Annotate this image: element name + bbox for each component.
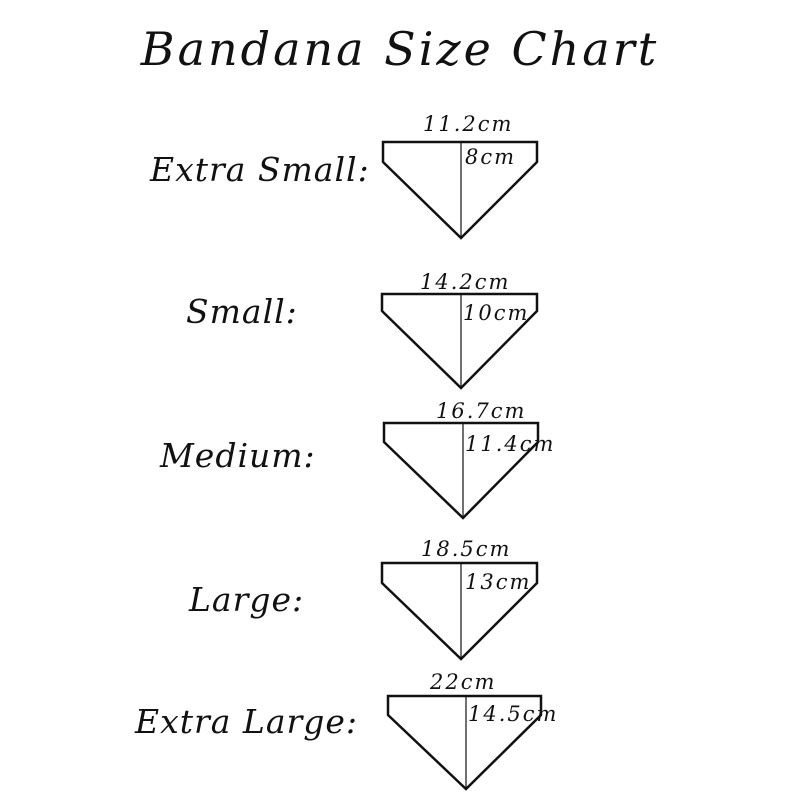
- size-label-extra-large: Extra Large:: [135, 702, 359, 741]
- size-label-medium: Medium:: [160, 436, 316, 475]
- height-label-extra-small: 8cm: [465, 145, 517, 169]
- height-label-medium: 11.4cm: [465, 432, 556, 456]
- size-label-large: Large:: [189, 580, 305, 619]
- height-label-extra-large: 14.5cm: [468, 702, 559, 726]
- height-label-large: 13cm: [465, 570, 532, 594]
- height-label-small: 10cm: [463, 301, 530, 325]
- width-label-small: 14.2cm: [420, 270, 511, 294]
- width-label-medium: 16.7cm: [436, 399, 527, 423]
- width-label-extra-small: 11.2cm: [423, 112, 514, 136]
- width-label-large: 18.5cm: [421, 537, 512, 561]
- width-label-extra-large: 22cm: [430, 670, 497, 694]
- size-label-small: Small:: [186, 292, 298, 331]
- chart-title: Bandana Size Chart: [140, 22, 660, 76]
- size-label-extra-small: Extra Small:: [150, 150, 370, 189]
